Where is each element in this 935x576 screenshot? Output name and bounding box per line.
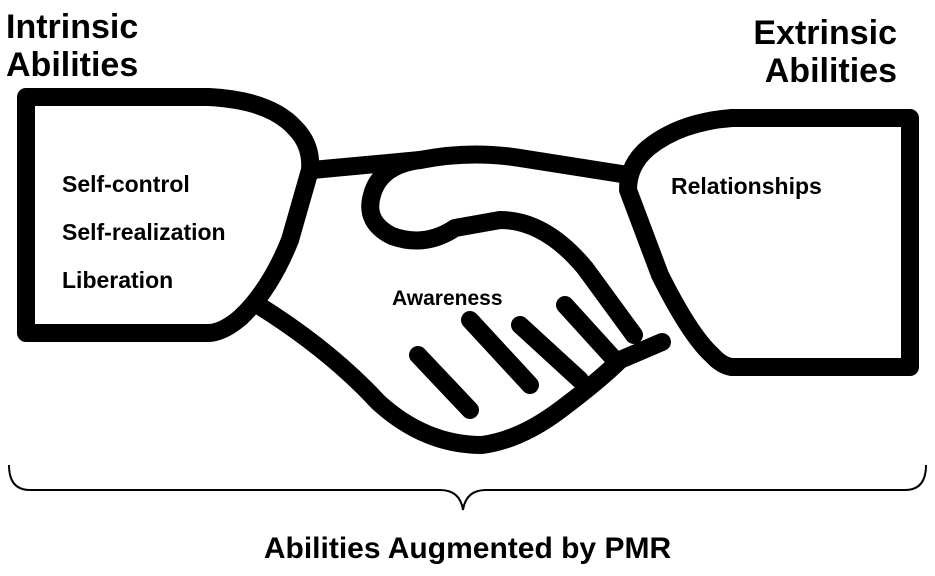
finger-2 — [461, 311, 539, 394]
left-wrist — [199, 88, 320, 342]
intrinsic-item: Liberation — [62, 267, 174, 293]
intrinsic-item: Self-control — [62, 171, 190, 197]
left-cuff — [17, 88, 217, 342]
lower-hand — [249, 296, 671, 454]
finger-1 — [409, 346, 479, 419]
top-bar — [303, 145, 637, 184]
finger-3 — [511, 316, 589, 389]
intrinsic-item: Self-realization — [62, 219, 226, 245]
extrinsic-heading-line1: Extrinsic — [753, 14, 897, 52]
finger-4 — [556, 296, 624, 369]
right-cuff — [723, 109, 919, 376]
thumb — [361, 151, 643, 344]
extrinsic-heading-line2: Abilities — [764, 52, 897, 90]
intrinsic-heading-line2: Abilities — [6, 46, 139, 84]
intrinsic-heading-line1: Intrinsic — [6, 8, 139, 46]
right-wrist — [619, 109, 741, 376]
extrinsic-heading: Extrinsic Abilities — [753, 14, 897, 90]
extrinsic-item: Relationships — [671, 173, 822, 199]
bottom-title: Abilities Augmented by PMR — [263, 532, 672, 565]
awareness-label: Awareness — [392, 287, 503, 310]
intrinsic-heading: Intrinsic Abilities — [6, 8, 138, 84]
bottom-brace — [8, 464, 927, 511]
